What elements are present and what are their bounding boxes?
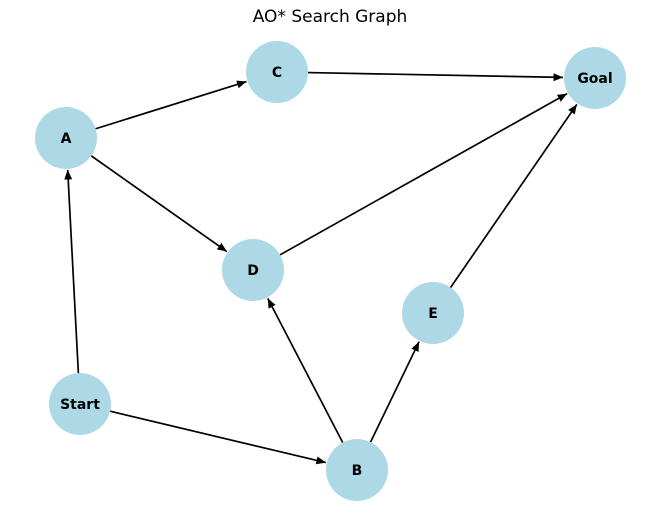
edge-Start-A [64,169,80,374]
node-A: A [35,107,97,169]
node-circle-Goal [564,47,626,109]
edge-A-D [90,155,228,253]
node-E: E [402,282,464,344]
edge-E-Goal [449,103,578,288]
node-B: B [326,439,388,501]
edge-B-D [267,297,344,443]
node-Goal: Goal [564,47,626,109]
node-circle-C [246,41,308,103]
node-circle-D [222,239,284,301]
node-C: C [246,41,308,103]
node-circle-B [326,439,388,501]
edge-Start-B [109,410,327,465]
node-circle-Start [49,373,111,435]
edge-A-C [95,80,247,130]
node-circle-A [35,107,97,169]
node-label-E: E [428,306,438,322]
edge-C-Goal [307,71,564,82]
node-label-Goal: Goal [577,71,612,87]
node-D: D [222,239,284,301]
edge-D-Goal [279,92,568,256]
edge-B-E [369,341,420,443]
node-label-A: A [61,131,72,147]
node-circle-E [402,282,464,344]
node-Start: Start [49,373,111,435]
node-label-Start: Start [60,397,100,413]
node-label-D: D [247,263,259,279]
node-label-C: C [272,65,282,81]
node-label-B: B [352,463,363,479]
